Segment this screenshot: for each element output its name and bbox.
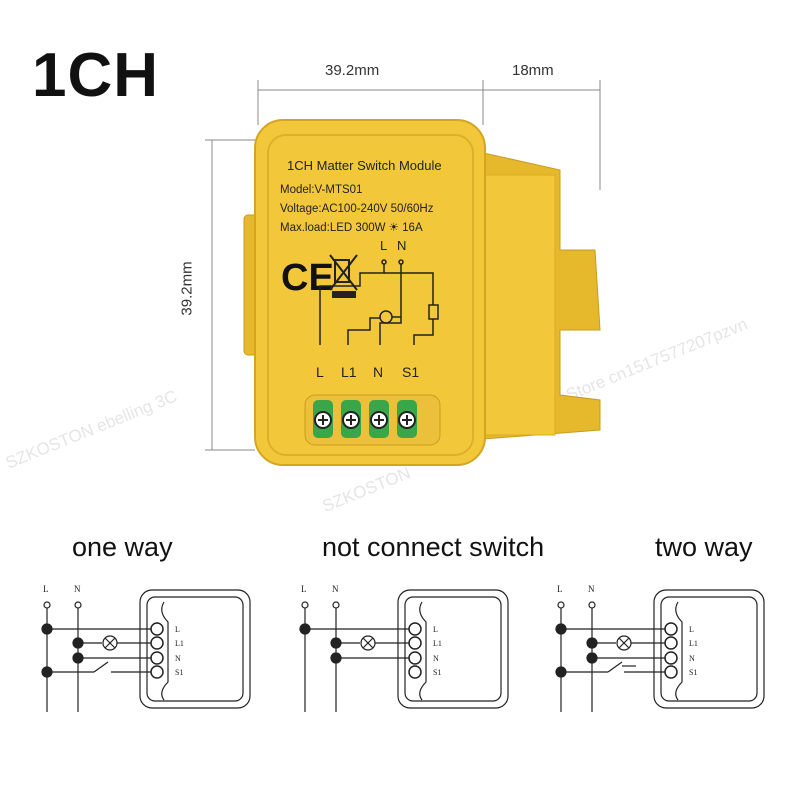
max-load-text: Max.load:LED 300W ☀ 16A <box>280 222 423 234</box>
neutral-terminal-icon <box>332 601 340 609</box>
module-face-rim <box>267 134 474 456</box>
neutral-terminal-icon <box>74 601 82 609</box>
voltage-text: Voltage:AC100-240V 50/60Hz <box>280 203 434 215</box>
terminal-icon <box>664 665 678 679</box>
top-terminal-N: N <box>397 238 406 253</box>
terminal-icon <box>664 622 678 636</box>
terminal-label: N <box>433 654 439 663</box>
module-inner-outline <box>660 596 758 702</box>
lamp-icon <box>102 635 118 651</box>
terminal-icon <box>150 665 164 679</box>
channel-title: 1CH <box>32 41 160 110</box>
module-inner-outline <box>146 596 244 702</box>
line-terminal-icon <box>557 601 565 609</box>
terminal-label: L1 <box>689 639 698 648</box>
terminal-icon <box>150 636 164 650</box>
terminal-label: L1 <box>175 639 184 648</box>
internal-wiring <box>319 259 439 345</box>
depth-dimension: 18mm <box>512 62 554 79</box>
terminal-icon <box>664 636 678 650</box>
terminal-icon <box>150 622 164 636</box>
terminal-label: L <box>433 625 438 634</box>
top-terminal-L: L <box>380 238 387 253</box>
terminal-icon <box>408 665 422 679</box>
terminal-label: S1 <box>433 668 441 677</box>
terminal-label: N <box>175 654 181 663</box>
line-label: L <box>301 584 307 594</box>
terminal-label-S1: S1 <box>402 364 419 380</box>
module-body <box>254 119 486 466</box>
terminal-block <box>313 400 417 438</box>
terminal-label-L1: L1 <box>341 364 357 380</box>
terminal-label: N <box>689 654 695 663</box>
caption-two-way: two way <box>655 532 753 562</box>
terminal-labels: L L1 N S1 <box>316 364 419 380</box>
terminal-label: S1 <box>175 668 183 677</box>
module-name: 1CH Matter Switch Module <box>287 158 442 173</box>
line-label: L <box>43 584 49 594</box>
module-outline <box>139 589 251 709</box>
screw-icon <box>314 411 332 429</box>
terminal-icon <box>408 622 422 636</box>
screw-icon <box>342 411 360 429</box>
switch-icon <box>607 661 623 673</box>
terminal-icon <box>408 636 422 650</box>
caption-not-connect-switch: not connect switch <box>322 532 545 562</box>
module-outline <box>397 589 509 709</box>
module-outline <box>653 589 765 709</box>
terminal-strip-outline <box>161 601 169 701</box>
lamp-icon <box>616 635 632 651</box>
terminal-icon <box>150 651 164 665</box>
model-text: Model:V-MTS01 <box>280 184 362 196</box>
neutral-label: N <box>588 584 595 594</box>
terminal-label: L <box>175 625 180 634</box>
terminal-label: L <box>689 625 694 634</box>
line-terminal-icon <box>301 601 309 609</box>
terminal-label-L: L <box>316 364 324 380</box>
module-side <box>479 174 556 436</box>
width-dimension: 39.2mm <box>325 62 380 79</box>
line-terminal-icon <box>43 601 51 609</box>
screw-icon <box>398 411 416 429</box>
terminal-icon <box>664 651 678 665</box>
switch-icon <box>93 661 109 673</box>
ce-mark: CE <box>281 257 334 299</box>
caption-one-way: one way <box>72 532 173 562</box>
terminal-label: S1 <box>689 668 697 677</box>
terminal-strip-outline <box>675 601 683 701</box>
terminal-icon <box>408 651 422 665</box>
module-inner-outline <box>404 596 502 702</box>
dimension-lines <box>205 80 601 451</box>
weee-bin-icon <box>329 254 358 298</box>
neutral-label: N <box>332 584 339 594</box>
terminal-label: L1 <box>433 639 442 648</box>
terminal-strip-outline <box>419 601 427 701</box>
terminal-label-N: N <box>373 364 383 380</box>
screw-icon <box>370 411 388 429</box>
neutral-label: N <box>74 584 81 594</box>
lamp-icon <box>360 635 376 651</box>
line-label: L <box>557 584 563 594</box>
neutral-terminal-icon <box>588 601 596 609</box>
